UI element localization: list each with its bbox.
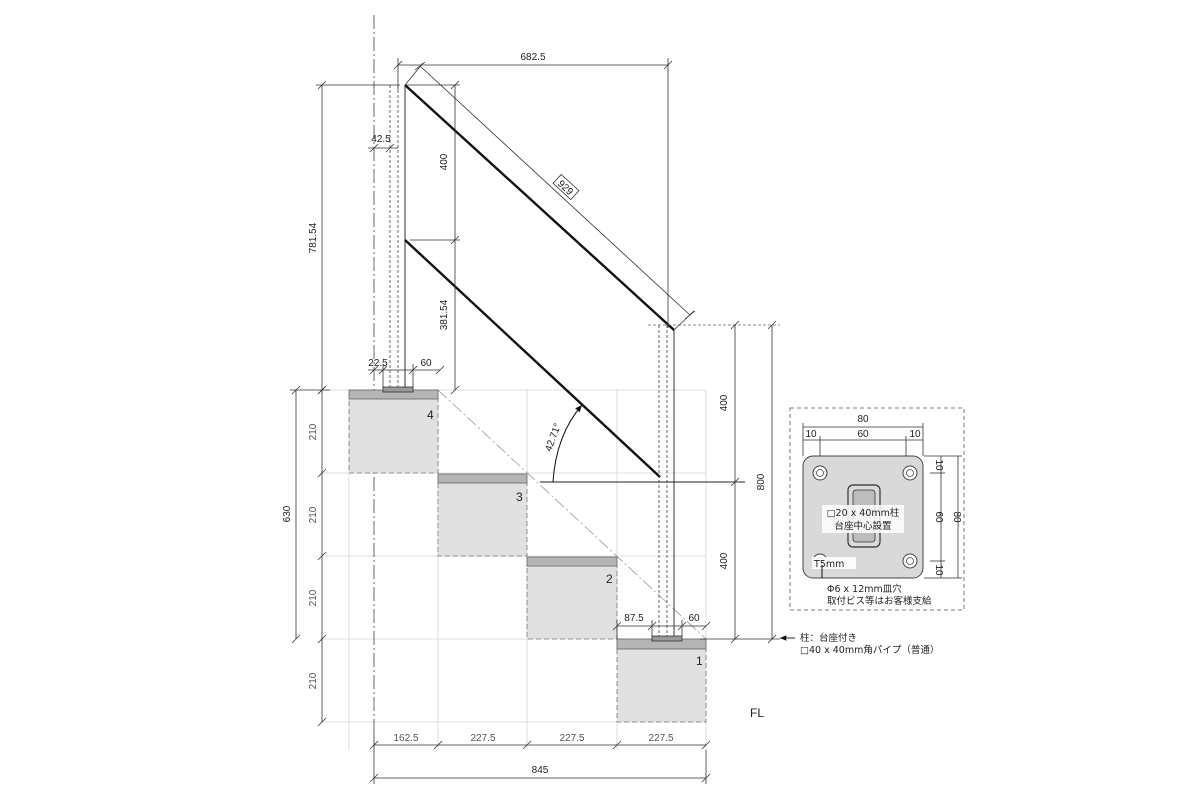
detail-edge-top: 10 <box>933 459 944 471</box>
step-number-1: 1 <box>696 654 703 668</box>
dim-rail-gap-top-text: 400 <box>439 153 450 170</box>
dim-post-offset <box>368 143 398 153</box>
dim-base-left-bottom-text: 87.5 <box>624 613 644 624</box>
stringer-guide-line <box>437 389 707 640</box>
dim-run-3-text: 227.5 <box>559 733 584 744</box>
dim-run-stack <box>369 730 711 784</box>
base-plate-detail <box>789 407 965 611</box>
dim-right-total-text: 800 <box>756 473 767 490</box>
detail-post-label: □20 x 40mm柱 <box>827 507 900 519</box>
dim-rail-gap-lower-text: 381.54 <box>439 299 450 330</box>
dim-rail-length <box>404 61 696 331</box>
dim-run-total-text: 845 <box>532 765 549 776</box>
detail-height-total: 80 <box>951 511 962 523</box>
step-number-3: 3 <box>516 490 523 504</box>
post-note-line1: 柱：台座付き <box>800 632 857 644</box>
mid-handrail <box>404 239 661 478</box>
dim-base-right-bottom-text: 60 <box>688 613 700 624</box>
dim-post-height-text: 781.54 <box>308 222 319 253</box>
post-note-line2: □40 x 40mm角パイプ（普通） <box>800 644 939 656</box>
detail-edge-left: 10 <box>805 429 817 440</box>
detail-hole-span-v: 60 <box>933 511 944 523</box>
dim-right-stack <box>700 320 780 644</box>
detail-thickness: T5mm <box>813 559 844 570</box>
dim-run-1-text: 162.5 <box>393 733 418 744</box>
dim-right-lower-text: 400 <box>719 552 730 569</box>
step-4 <box>348 389 439 474</box>
detail-width-total: 80 <box>857 414 869 425</box>
dim-base-top <box>368 364 445 388</box>
dim-base-left-text: 22.5 <box>368 358 388 369</box>
dim-rail-length-box <box>552 173 580 201</box>
step-2 <box>526 556 618 640</box>
step-3 <box>437 473 528 557</box>
detail-edge-bottom: 10 <box>933 564 944 576</box>
dim-base-bottom <box>612 620 711 639</box>
detail-hole-label: Φ6 x 12mm皿穴 <box>827 583 902 595</box>
dim-rail-gap-lower <box>450 240 460 395</box>
dim-rise-1-text: 210 <box>308 672 319 689</box>
angle-arc <box>552 404 583 483</box>
dim-rise-3-text: 210 <box>308 506 319 523</box>
right-post <box>651 325 683 642</box>
dim-rise-stack <box>290 385 330 727</box>
dim-post-height <box>316 80 400 395</box>
dim-top-run-text: 682.5 <box>520 52 545 63</box>
dim-run-4-text: 227.5 <box>648 733 673 744</box>
step-1 <box>616 638 707 723</box>
detail-screw-label: 取付ビス等はお客様支給 <box>827 595 932 607</box>
dim-post-offset-text: 42.5 <box>371 134 391 145</box>
detail-center-label: 台座中心設置 <box>834 520 891 532</box>
detail-edge-right: 10 <box>909 429 921 440</box>
dim-top-run <box>393 58 673 328</box>
dim-rise-4-text: 210 <box>308 423 319 440</box>
detail-hole-span: 60 <box>857 429 869 440</box>
top-handrail <box>404 84 675 331</box>
dim-run-2-text: 227.5 <box>470 733 495 744</box>
dim-right-upper-text: 400 <box>719 394 730 411</box>
angle-label: 42.71° <box>543 422 563 453</box>
left-post <box>382 85 414 393</box>
step-number-2: 2 <box>606 572 613 586</box>
step-number-4: 4 <box>427 408 434 422</box>
dim-rise-2-text: 210 <box>308 589 319 606</box>
dim-rail-gap-top <box>405 80 460 245</box>
dim-base-right-top-text: 60 <box>420 358 432 369</box>
floor-label: FL <box>750 706 764 720</box>
dim-rise-total-text: 630 <box>282 505 293 522</box>
